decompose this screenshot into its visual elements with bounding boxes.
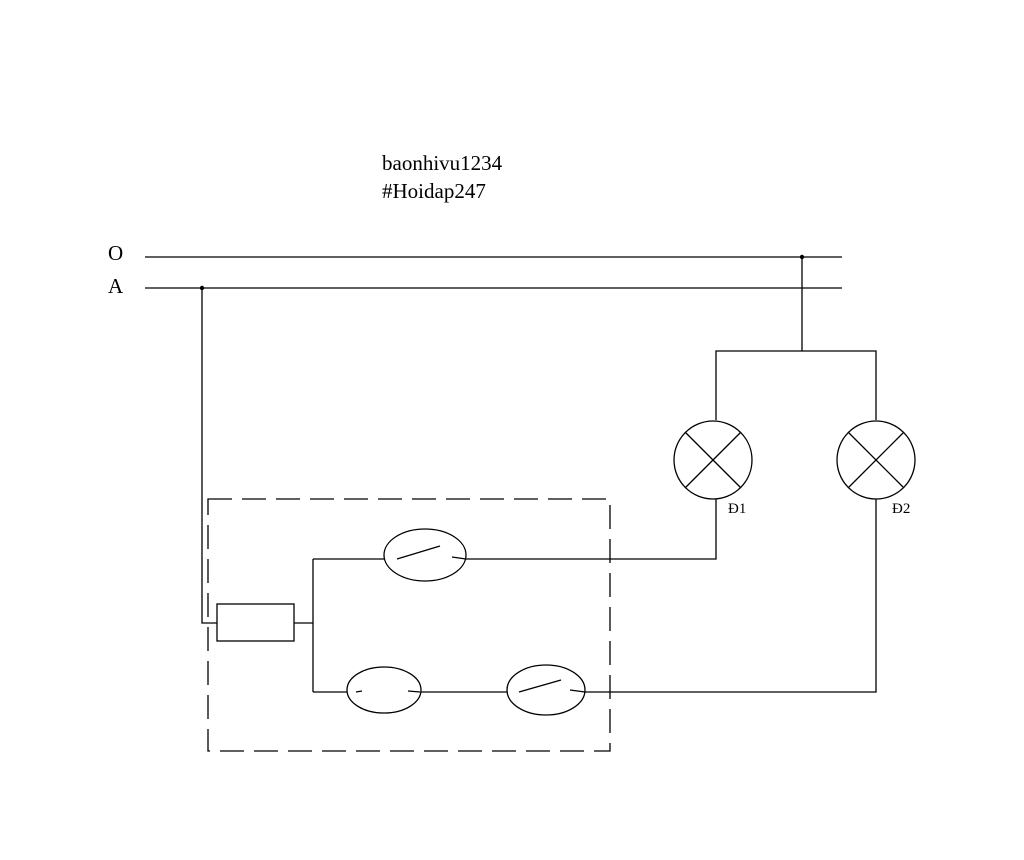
switch-2 bbox=[346, 666, 422, 714]
switch-1 bbox=[383, 528, 467, 582]
switchboard-panel bbox=[207, 498, 611, 752]
fuse bbox=[216, 603, 295, 642]
lamp-2 bbox=[836, 420, 916, 500]
lower-branch-wire-out bbox=[585, 499, 877, 693]
watermark-username: baonhivu1234 bbox=[382, 151, 503, 175]
phase-drop-wire bbox=[201, 288, 217, 624]
switch-3 bbox=[506, 664, 586, 716]
lamp-1-label: Đ1 bbox=[728, 501, 747, 517]
upper-branch-wire-out bbox=[466, 499, 717, 560]
lamp-2-label: Đ2 bbox=[892, 501, 911, 517]
phase-rail-label: A bbox=[108, 274, 124, 298]
neutral-rail-label: O bbox=[108, 241, 124, 265]
lamp-bus-wire bbox=[715, 350, 877, 420]
lamp-1 bbox=[673, 420, 753, 500]
watermark-hashtag: #Hoidap247 bbox=[382, 179, 486, 203]
